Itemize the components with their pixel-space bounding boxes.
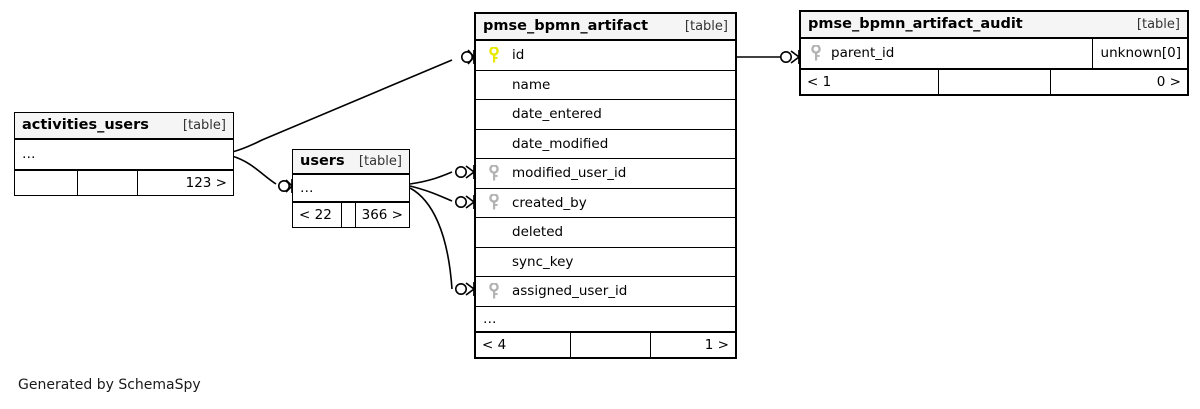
column-name: … bbox=[22, 146, 37, 163]
table-row[interactable]: modified_user_id bbox=[476, 159, 735, 189]
table-row[interactable]: … bbox=[476, 306, 735, 332]
crowsfoot-assigned-user-id bbox=[465, 282, 475, 296]
table-title: users bbox=[300, 153, 345, 169]
table-pmse-bpmn-artifact[interactable]: pmse_bpmn_artifact [table] id name date_… bbox=[474, 12, 737, 359]
table-users[interactable]: users [table] … < 22 366 > bbox=[292, 149, 410, 228]
table-row[interactable]: date_entered bbox=[476, 100, 735, 130]
edge-activities-users-to-users bbox=[231, 155, 277, 185]
table-kind-label: [table] bbox=[684, 18, 728, 34]
column-name: name bbox=[512, 76, 551, 93]
table-kind-label: [table] bbox=[182, 117, 226, 133]
column-name: parent_id bbox=[831, 45, 895, 62]
connector-circle-audit-parent-id bbox=[779, 50, 792, 63]
table-row[interactable]: deleted bbox=[476, 218, 735, 248]
table-row[interactable]: id bbox=[476, 41, 735, 71]
table-row[interactable]: sync_key bbox=[476, 247, 735, 277]
table-title: pmse_bpmn_artifact_audit bbox=[808, 16, 1023, 32]
footer-parent-count bbox=[15, 171, 77, 195]
connector-circle-modified-user-id bbox=[454, 166, 467, 179]
table-footer-pmse-bpmn-artifact: < 4 1 > bbox=[476, 331, 735, 357]
crowsfoot-modified-user-id bbox=[465, 165, 475, 179]
table-row[interactable]: parent_id unknown[0] bbox=[801, 39, 1187, 69]
column-name: created_by bbox=[512, 194, 587, 211]
table-activities-users[interactable]: activities_users [table] … 123 > bbox=[14, 112, 234, 196]
footer-parent-count: < 1 bbox=[807, 73, 832, 90]
table-footer-pmse-bpmn-artifact-audit: < 1 0 > bbox=[801, 68, 1187, 94]
table-footer-users: < 22 366 > bbox=[293, 202, 409, 227]
table-row[interactable]: … bbox=[293, 175, 409, 202]
table-title: pmse_bpmn_artifact bbox=[483, 18, 649, 34]
table-header-users: users [table] bbox=[293, 150, 409, 175]
connector-circle-artifact-id bbox=[460, 50, 473, 63]
connector-circle-users-left bbox=[277, 180, 290, 193]
edge-activities-users-to-artifact-id bbox=[231, 59, 453, 153]
primary-key-icon bbox=[476, 46, 512, 64]
column-name: sync_key bbox=[512, 253, 574, 270]
table-row[interactable]: assigned_user_id bbox=[476, 277, 735, 307]
footer-parent-count: < 22 bbox=[299, 207, 332, 223]
table-row[interactable]: created_by bbox=[476, 188, 735, 218]
column-name: modified_user_id bbox=[512, 165, 627, 182]
table-row[interactable]: name bbox=[476, 70, 735, 100]
edge-users-to-created-by bbox=[409, 185, 453, 202]
column-name: … bbox=[483, 310, 498, 327]
table-row[interactable]: date_modified bbox=[476, 129, 735, 159]
table-header-activities-users: activities_users [table] bbox=[15, 113, 233, 140]
footer-child-count: 1 > bbox=[650, 332, 735, 357]
column-type: unknown[0] bbox=[1091, 39, 1187, 68]
foreign-key-icon bbox=[476, 164, 512, 182]
foreign-key-icon bbox=[801, 44, 831, 62]
edge-users-to-assigned-user-id bbox=[409, 187, 453, 290]
footer-parent-count: < 4 bbox=[482, 336, 507, 353]
table-kind-label: [table] bbox=[358, 153, 402, 169]
column-name: … bbox=[300, 180, 315, 196]
table-footer-activities-users: 123 > bbox=[15, 169, 233, 195]
column-name: deleted bbox=[512, 224, 564, 241]
column-name: date_modified bbox=[512, 135, 609, 152]
table-kind-label: [table] bbox=[1136, 16, 1180, 32]
footer-middle bbox=[938, 69, 1050, 94]
footer-middle bbox=[77, 170, 137, 195]
footer-child-count: 0 > bbox=[1050, 69, 1187, 94]
table-header-pmse-bpmn-artifact-audit: pmse_bpmn_artifact_audit [table] bbox=[801, 12, 1187, 39]
foreign-key-icon bbox=[476, 194, 512, 211]
column-name: date_entered bbox=[512, 106, 602, 123]
column-name: assigned_user_id bbox=[512, 283, 628, 300]
edge-users-to-modified-user-id bbox=[409, 171, 453, 185]
generated-by-caption: Generated by SchemaSpy bbox=[18, 377, 201, 393]
foreign-key-icon bbox=[476, 282, 512, 300]
footer-child-count: 366 > bbox=[355, 203, 409, 227]
column-name: id bbox=[512, 47, 525, 64]
table-pmse-bpmn-artifact-audit[interactable]: pmse_bpmn_artifact_audit [table] parent_… bbox=[799, 10, 1189, 96]
connector-circle-created-by bbox=[454, 196, 467, 209]
footer-child-count: 123 > bbox=[137, 170, 233, 195]
footer-middle bbox=[341, 203, 355, 227]
crowsfoot-audit-parent-id bbox=[790, 50, 800, 64]
table-title: activities_users bbox=[22, 117, 149, 133]
footer-middle bbox=[570, 332, 650, 357]
crowsfoot-created-by bbox=[465, 195, 475, 209]
table-header-pmse-bpmn-artifact: pmse_bpmn_artifact [table] bbox=[476, 14, 735, 41]
table-row[interactable]: … bbox=[15, 140, 233, 170]
connector-circle-assigned-user-id bbox=[454, 282, 467, 295]
